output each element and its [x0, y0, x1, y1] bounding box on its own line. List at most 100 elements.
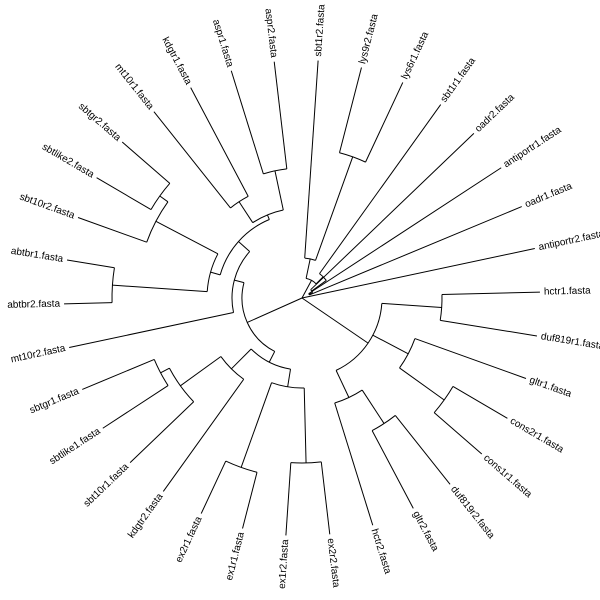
leaf-label: sbtlike1.fasta: [48, 426, 103, 467]
tree-leaf-labels: antiportr2.fastahctr1.fastaduf819r1.fast…: [7, 4, 600, 590]
tree-branch: [153, 111, 231, 209]
tree-branch: [334, 402, 374, 526]
leaf-label: abtbr1.fasta: [10, 246, 64, 265]
tree-branch: [441, 291, 540, 296]
tree-branches: [64, 60, 540, 536]
tree-branch: [231, 348, 252, 370]
tree-branch: [301, 297, 369, 344]
tree-branch: [82, 358, 155, 390]
leaf-label: gltr1.fasta: [528, 375, 573, 400]
leaf-label: gltr2.fasta: [410, 509, 440, 553]
tree-branch: [238, 241, 250, 252]
leaf-label: mt10r2.fasta: [10, 343, 67, 365]
tree-branch: [308, 167, 502, 295]
tree-branch: [315, 156, 354, 261]
tree-branch: [335, 370, 350, 398]
tree-branch: [69, 312, 234, 348]
tree-branch: [210, 271, 221, 276]
leaf-label: duf819r2.fasta: [448, 484, 497, 541]
tree-branch: [371, 430, 414, 509]
tree-branch: [162, 378, 245, 492]
tree-branch: [440, 319, 538, 337]
tree-branch: [160, 367, 170, 374]
tree-branch: [304, 60, 319, 259]
tree-branch: [285, 462, 292, 536]
tree-branch: [308, 291, 313, 295]
leaf-label: ex2r1.fasta: [174, 515, 205, 565]
leaf-label: sbtgr2.fasta: [76, 101, 123, 144]
tree-branch: [320, 461, 331, 535]
leaf-label: aspr2.fasta: [262, 8, 279, 59]
tree-branch: [303, 387, 307, 463]
leaf-label: antiportr1.fasta: [502, 124, 564, 170]
leaf-label: ex1r2.fasta: [277, 539, 291, 590]
leaf-label: mt10r1.fasta: [112, 62, 155, 113]
tree-branch: [129, 401, 195, 463]
tree-connector-arc: [335, 303, 383, 371]
tree-branch: [274, 170, 284, 211]
leaf-label: cons2r1.fasta: [508, 416, 566, 456]
tree-branch: [238, 201, 254, 223]
leaf-label: kdgtr2.fasta: [126, 491, 166, 540]
tree-branch: [319, 104, 442, 274]
leaf-label: kdgtr1.fasta: [159, 35, 193, 87]
tree-branch: [273, 61, 288, 169]
tree-connector-arc: [371, 415, 396, 432]
leaf-label: sbtgr1.fasta: [28, 386, 81, 416]
leaf-label: lys6r1.fasta: [400, 30, 432, 81]
tree-branch: [234, 279, 245, 284]
tree-branch: [301, 248, 535, 299]
leaf-label: hctr2.fasta: [369, 527, 394, 575]
tree-branch: [305, 258, 311, 279]
tree-connector-arc: [111, 267, 115, 303]
leaf-label: duf819r1.fasta: [540, 331, 600, 352]
tree-branch: [310, 133, 475, 291]
leaf-label: sbt10r1.fasta: [82, 461, 132, 509]
tree-branch: [77, 217, 147, 243]
tree-branch: [96, 177, 152, 211]
tree-branch: [301, 280, 312, 299]
leaf-label: hctr1.fasta: [544, 286, 591, 298]
tree-branch: [112, 284, 208, 293]
tree-connector-arc: [305, 277, 317, 285]
tree-branch: [180, 356, 222, 387]
tree-connector-arc: [334, 389, 363, 404]
tree-branch: [394, 415, 451, 485]
tree-connector-arc: [339, 152, 366, 163]
tree-branch: [311, 280, 327, 292]
tree-branch: [381, 302, 442, 308]
leaf-label: ex1r1.fasta: [224, 531, 247, 582]
tree-branch: [338, 67, 362, 153]
tree-branch: [452, 385, 508, 419]
tree-branch: [399, 367, 445, 401]
tree-branch: [242, 472, 258, 529]
tree-branch: [315, 276, 324, 285]
tree-connector-arc: [230, 195, 249, 209]
tree-branch: [268, 351, 276, 363]
leaf-label: lys9r2.fasta: [357, 12, 381, 65]
tree-branch: [200, 460, 227, 514]
tree-connector-arc: [304, 257, 316, 261]
leaf-label: oadr2.fasta: [473, 92, 517, 135]
leaf-label: cons1r1.fasta: [481, 453, 534, 501]
tree-branch: [155, 220, 219, 255]
tree-connector-arc: [439, 294, 443, 321]
tree-branch: [230, 70, 264, 175]
leaf-label: ex2r2.fasta: [325, 538, 342, 589]
tree-branch: [159, 195, 169, 203]
leaf-label: aspr1.fasta: [210, 18, 235, 69]
tree-branch: [66, 259, 115, 269]
tree-branch: [102, 385, 169, 429]
tree-branch: [433, 412, 483, 455]
tree-branch: [309, 206, 522, 296]
tree-branch: [64, 302, 113, 305]
tree-branch: [190, 87, 249, 197]
tree-branch: [247, 297, 303, 323]
tree-branch: [365, 82, 404, 163]
tree-branch: [372, 334, 409, 355]
leaf-label: oadr1.fasta: [523, 181, 574, 211]
leaf-label: sbtlike2.fasta: [40, 142, 96, 181]
tree-branch: [361, 389, 385, 424]
